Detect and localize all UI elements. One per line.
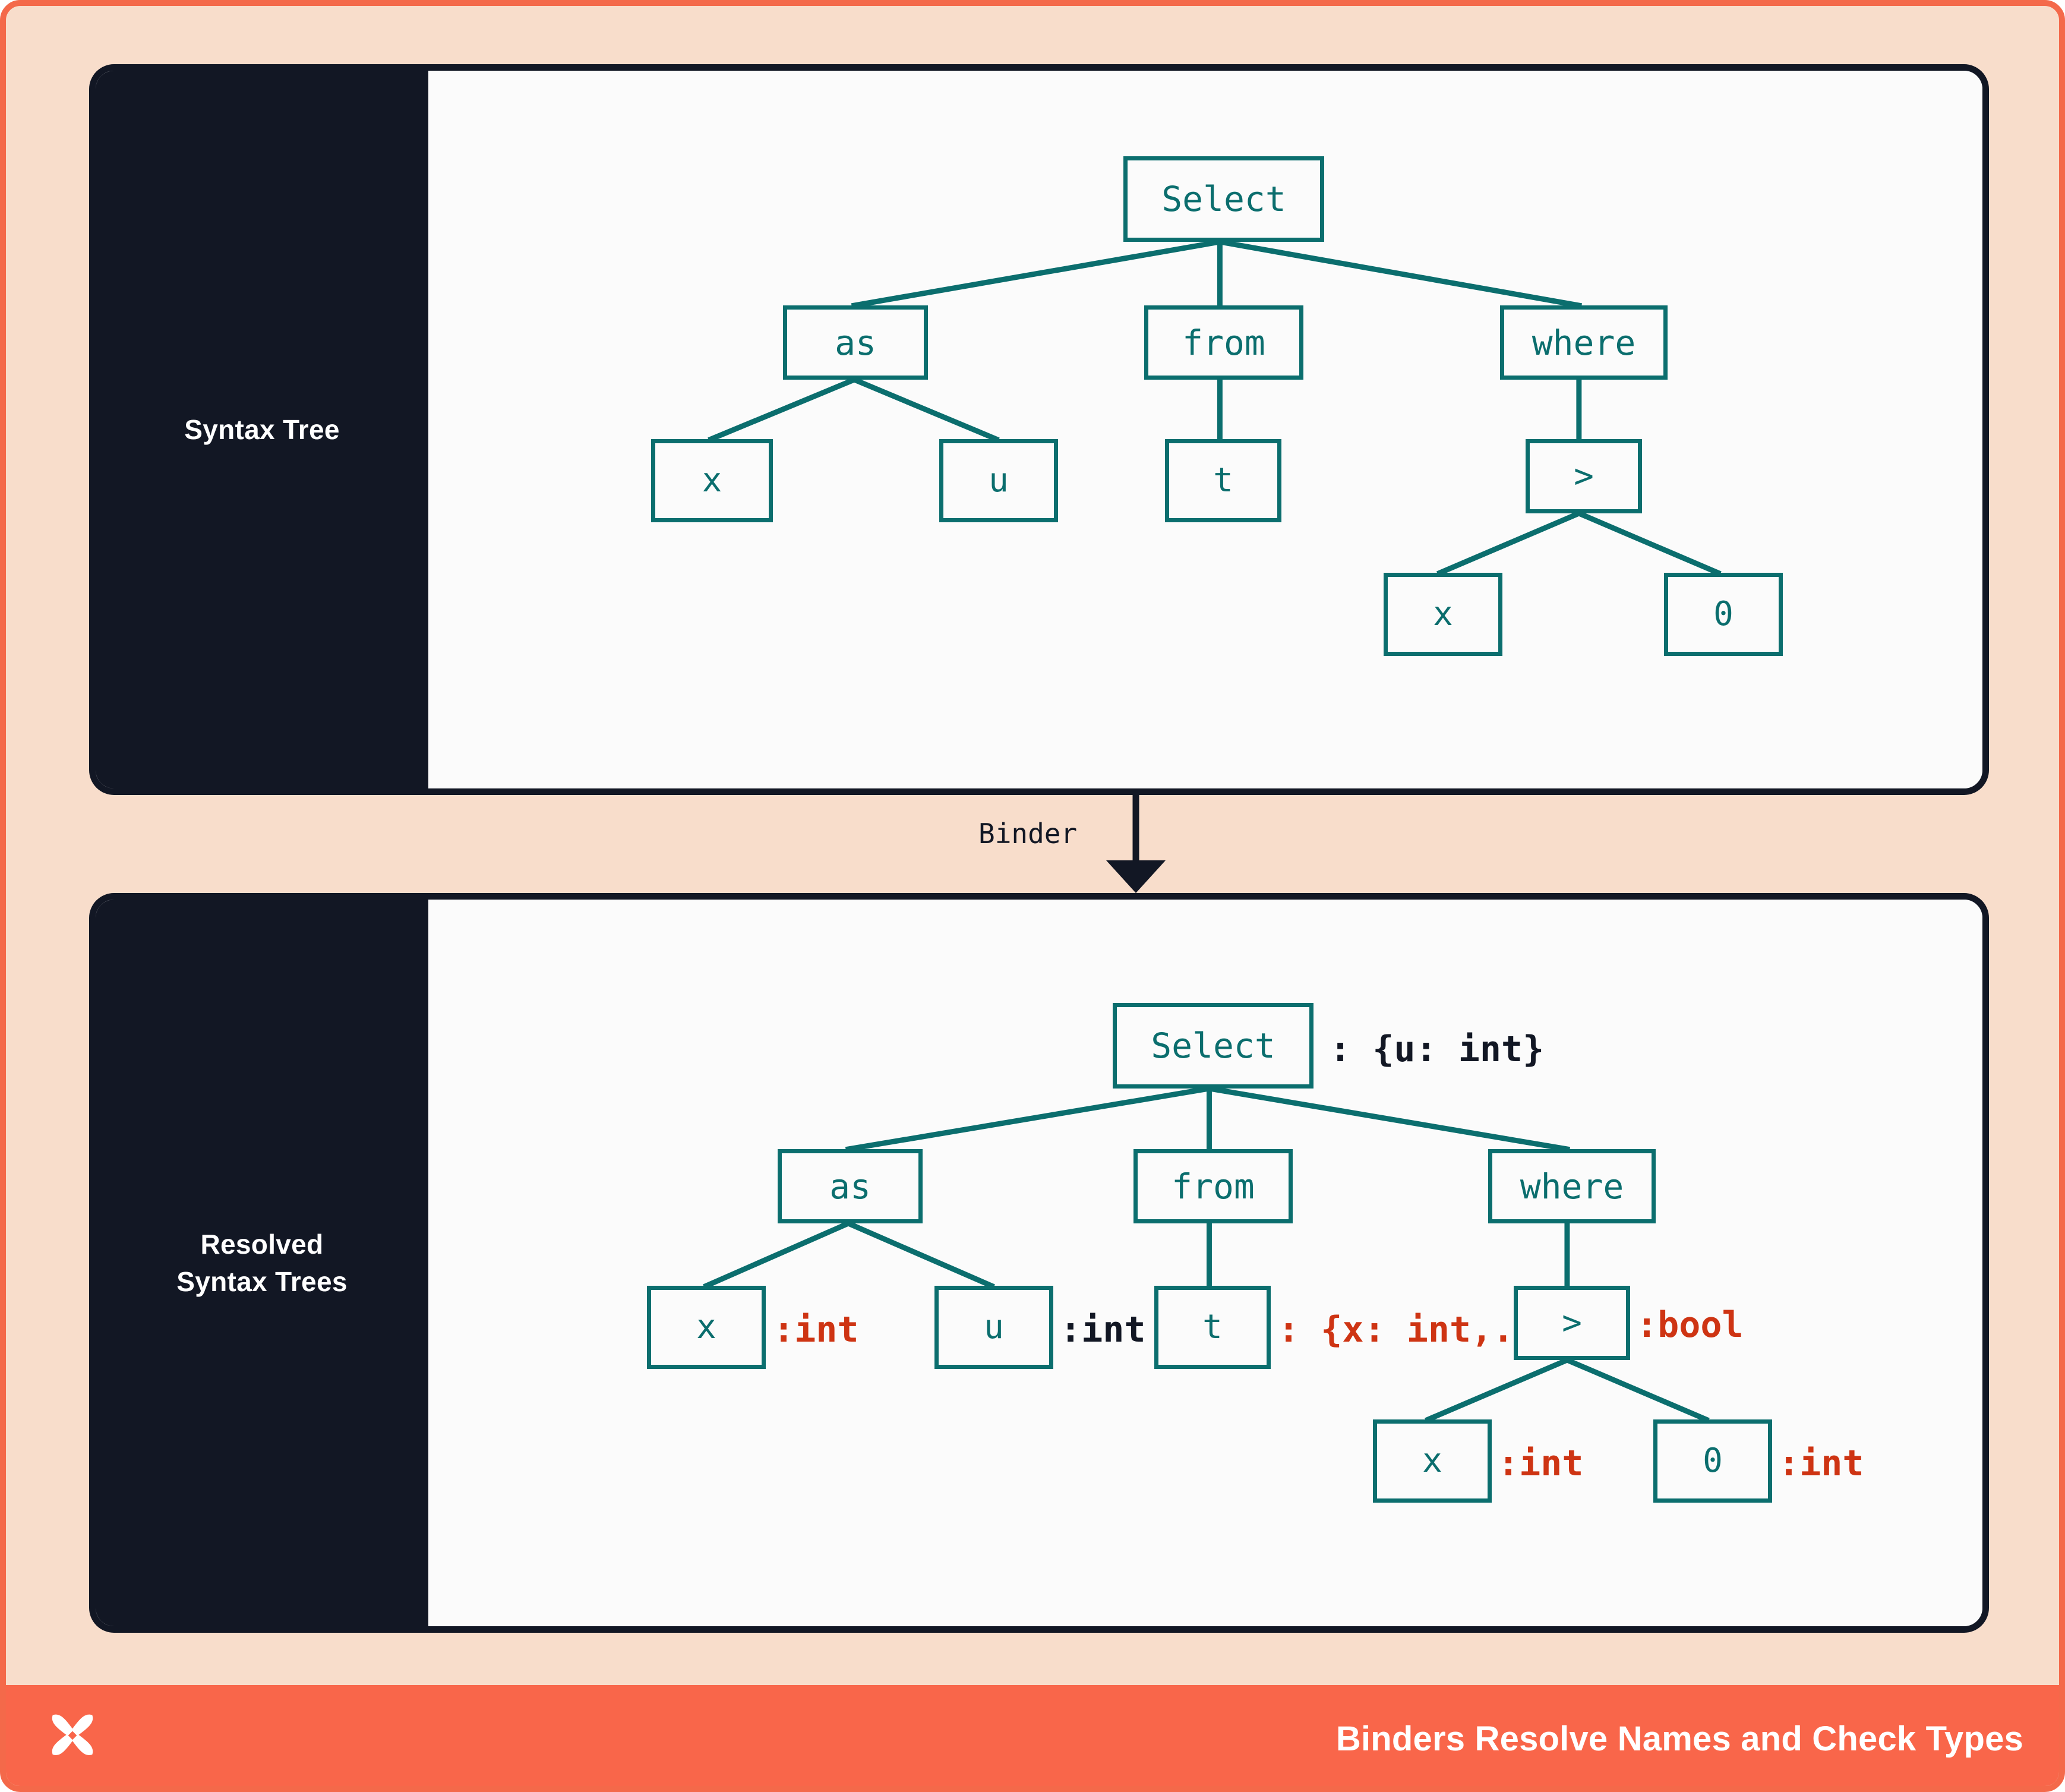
node-label: x [1422,1441,1442,1480]
resolved-node-greater-than: > [1514,1286,1630,1360]
resolved-annotation-as-u: :int [1060,1309,1146,1351]
node-label: Select [1161,179,1286,219]
node-label: from [1182,322,1265,363]
syntax-node-from-t: t [1165,439,1281,522]
node-label: > [1562,1303,1582,1342]
panel-resolved-syntax-trees: Resolved Syntax Trees [89,893,1989,1633]
resolved-node-as: as [778,1149,923,1223]
resolved-node-gt-zero: 0 [1653,1419,1772,1503]
binder-arrow-icon [1106,795,1166,893]
footer-title: Binders Resolve Names and Check Types [1335,1719,2023,1758]
syntax-node-gt-x: x [1384,573,1502,656]
resolved-annotation-as-x: :int [773,1309,859,1351]
resolved-node-select: Select [1113,1003,1313,1089]
node-label: u [984,1308,1004,1346]
panel-syntax-tree-label: Syntax Tree [184,414,340,445]
resolved-annotation-gt-zero: :int [1778,1443,1864,1484]
syntax-node-select: Select [1123,156,1324,242]
resolved-node-gt-x: x [1373,1419,1492,1503]
syntax-node-where: where [1500,305,1668,380]
resolved-node-from: from [1133,1149,1293,1223]
panel-resolved-syntax-trees-canvas: Select : {u: int} as from where x :int u… [428,900,1982,1626]
node-label: x [1433,595,1453,633]
node-label: t [1202,1308,1223,1346]
resolved-annotation-select: : {u: int} [1330,1028,1545,1070]
panel-syntax-tree-sidebar: Syntax Tree [96,71,428,788]
node-label: as [835,322,876,363]
syntax-node-as: as [783,305,928,380]
syntax-node-greater-than: > [1526,439,1642,513]
panel-syntax-tree: Syntax Tree [89,64,1989,795]
panel-syntax-tree-canvas: Select as from where x u t > [428,71,1982,788]
node-label: 0 [1713,595,1734,633]
node-label: u [989,461,1009,500]
resolved-annotation-gt-x: :int [1498,1443,1584,1484]
node-label: where [1520,1166,1624,1207]
syntax-node-gt-zero: 0 [1664,573,1783,656]
node-label: 0 [1703,1441,1723,1480]
footer-bar: Binders Resolve Names and Check Types [6,1685,2059,1786]
syntax-node-as-u: u [939,439,1058,522]
side-label-line-1: Resolved [200,1229,324,1260]
binder-transition [89,795,1989,893]
resolved-annotation-greater-than: :bool [1636,1304,1744,1346]
resolved-node-as-x: x [647,1286,766,1369]
node-label: where [1532,322,1636,363]
node-label: x [702,461,722,500]
node-label: from [1172,1166,1255,1207]
node-label: > [1574,456,1594,496]
panel-resolved-syntax-trees-sidebar: Resolved Syntax Trees [96,900,428,1626]
panel-resolved-syntax-trees-label: Resolved Syntax Trees [176,1226,347,1299]
node-label: Select [1151,1026,1275,1066]
syntax-node-from: from [1144,305,1303,380]
node-label: x [696,1308,716,1346]
x-brand-logo-icon [52,1714,93,1755]
side-label-line-2: Syntax Trees [176,1266,348,1297]
binder-label: Binder [978,818,1078,850]
node-label: t [1213,461,1233,500]
syntax-node-as-x: x [651,439,773,522]
resolved-node-as-u: u [934,1286,1053,1369]
node-label: as [829,1166,871,1207]
resolved-node-where: where [1488,1149,1656,1223]
resolved-node-from-t: t [1154,1286,1271,1369]
